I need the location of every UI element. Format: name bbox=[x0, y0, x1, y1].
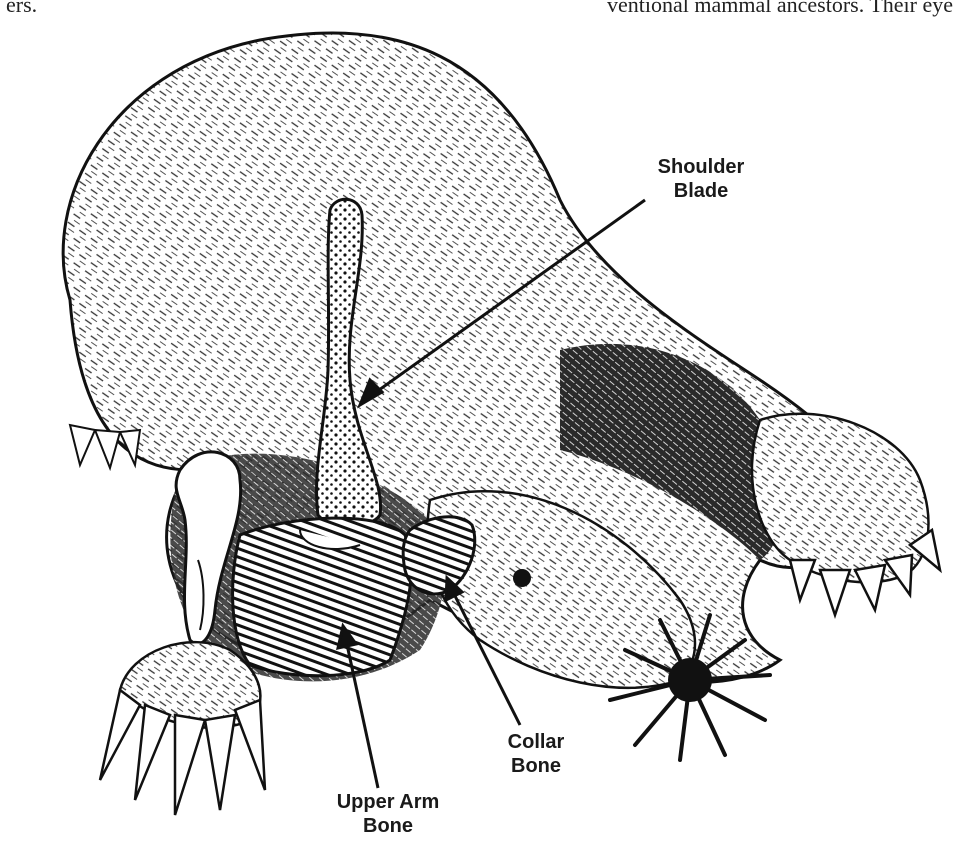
label-shoulder-blade: Shoulder Blade bbox=[636, 155, 766, 203]
mole-eye bbox=[513, 569, 531, 587]
label-collar-bone: Collar Bone bbox=[486, 730, 586, 778]
hind-claws bbox=[70, 425, 140, 468]
label-upper-arm-bone: Upper Arm Bone bbox=[318, 790, 458, 838]
